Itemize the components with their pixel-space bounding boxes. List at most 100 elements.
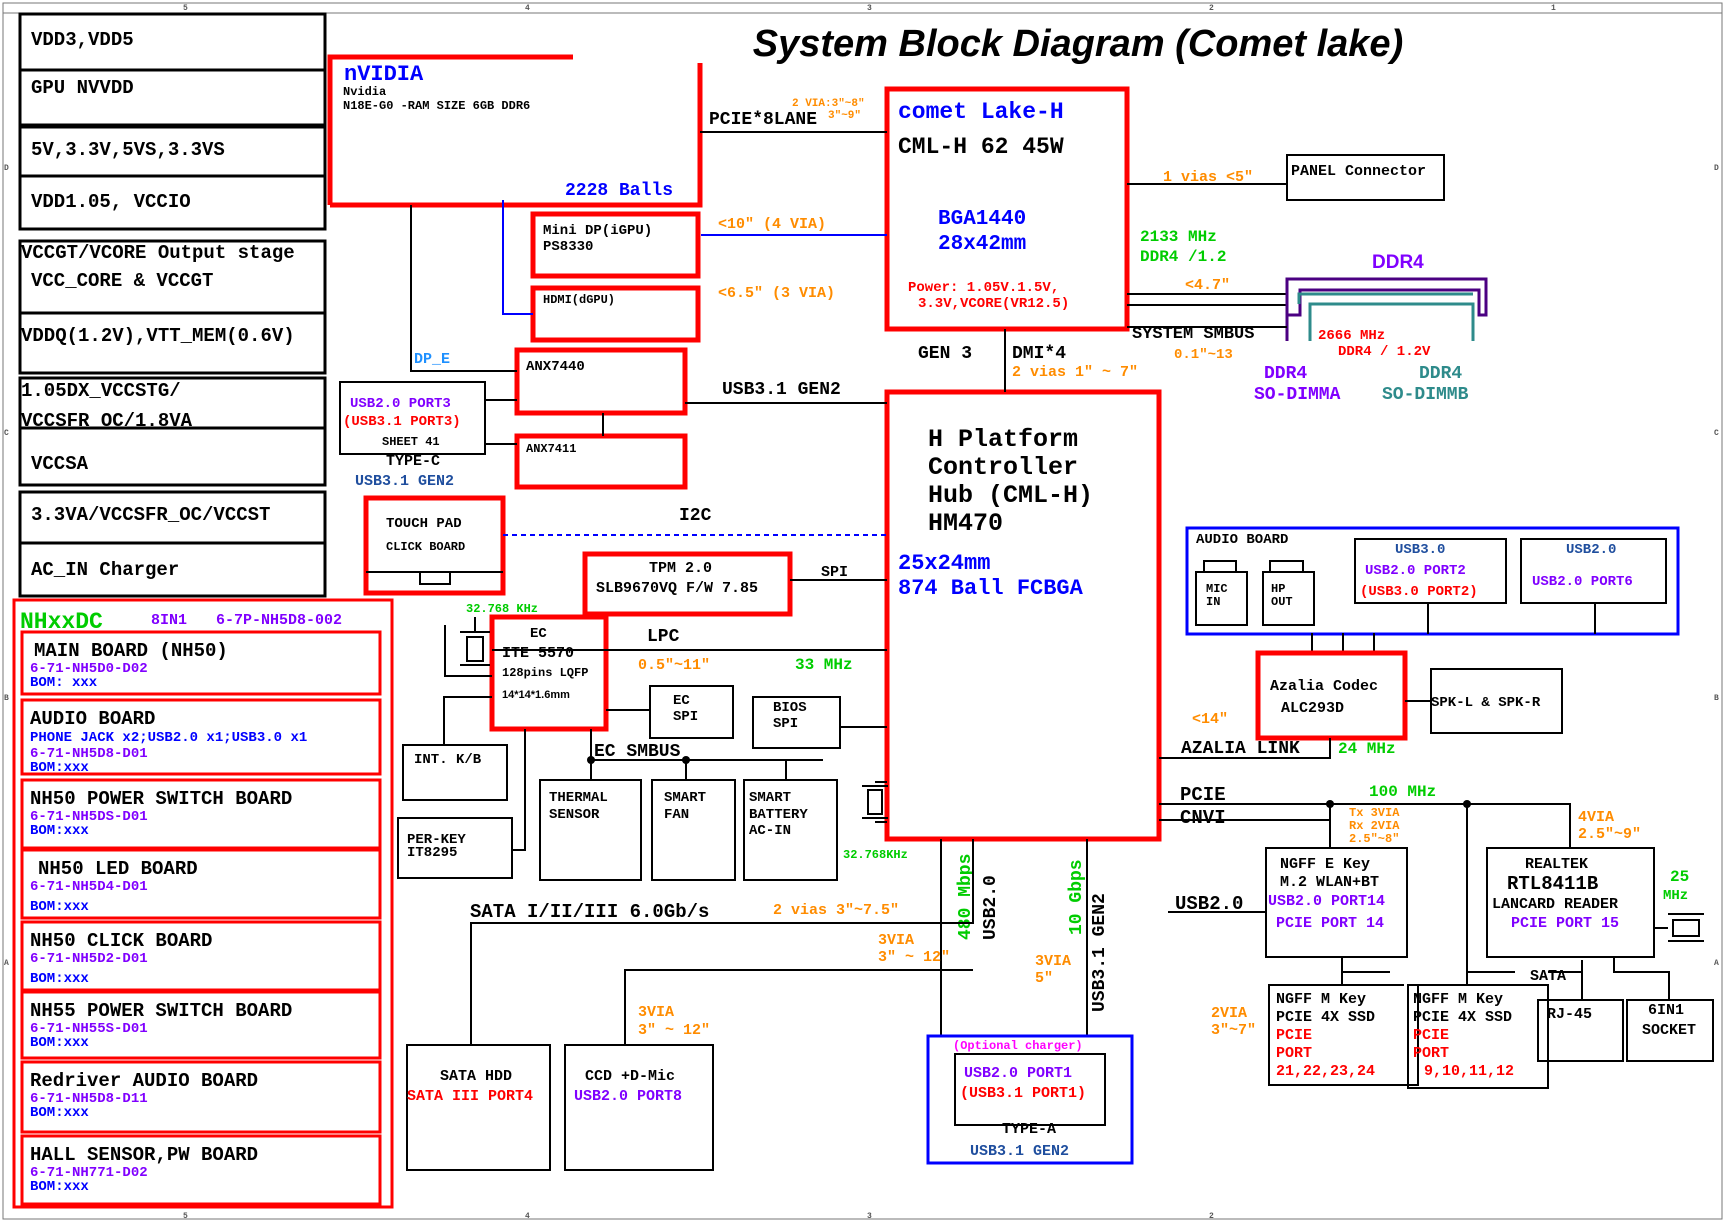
ccd-label: USB2.0 PORT8 [574,1088,682,1105]
power-rail-label: VDDQ(1.2V),VTT_MEM(0.6V) [21,325,295,347]
ssd2-label: PORT [1413,1045,1449,1062]
board-entry [20,1060,382,1134]
wlan-label: M.2 WLAN+BT [1280,874,1379,891]
trace-length: Rx 2VIA [1349,819,1400,833]
board-part-number: 6-71-NH5DS-D01 [30,809,148,825]
socket-link [1613,957,1670,1000]
trace-length: 0.5"~11" [638,657,710,674]
power-rail-label: AC_IN Charger [31,559,179,581]
ec-label: 128pins LQFP [502,666,588,680]
panel-box [1286,154,1445,201]
board-entry [20,848,382,920]
codec-label: ALC293D [1281,700,1344,717]
hp-jack [1269,560,1304,572]
perkey-link [512,729,526,851]
trace-length: 2 vias 3"~7.5" [773,902,899,919]
fan-box [651,779,736,881]
realtek-label: REALTEK [1525,856,1588,873]
board-name: Redriver AUDIO BOARD [30,1070,258,1092]
link-label: LPC [647,627,680,647]
touchpad-button [419,571,451,585]
typec-label: TYPE-C [386,453,440,470]
hdd-label: SATA III PORT4 [407,1088,533,1105]
audio-usb3-label: USB2.0 PORT2 [1365,563,1466,579]
cpu-model: CML-H 62 45W [898,134,1064,160]
perkey-box [397,817,513,879]
biosspi-box [752,696,841,749]
link-label: USB3.1 GEN2 [722,380,841,400]
realtek-box [1486,847,1655,958]
ec-label: 14*14*1.6mm [502,689,570,701]
cpu-power: 3.3V,VCORE(VR12.5) [918,296,1069,312]
link-label: USB2.0 [1175,893,1243,915]
typea-optional: (Optional charger) [953,1039,1083,1053]
mic-label: IN [1206,595,1220,609]
dimm-b-label: SO-DIMMB [1382,385,1469,405]
spk-label: SPK-L & SPK-R [1431,695,1541,711]
spk-box [1430,668,1563,734]
board-bom: BOM: xxx [30,675,98,691]
ddr-title: DDR4 [1372,252,1424,273]
typec-label: USB3.1 GEN2 [355,473,454,490]
link-label: I2C [679,506,712,526]
link-label: CNVI [1180,807,1226,829]
gpu-balls: 2228 Balls [565,181,673,201]
clock-label: 2133 MHz [1140,228,1217,246]
board-name: AUDIO BOARD [30,708,155,730]
cpu-power: Power: 1.05V.1.5V, [908,280,1059,296]
board-part-number: 6-71-NH5D0-D02 [30,661,148,677]
tpm-label: TPM 2.0 [649,560,712,577]
keyboard-box [402,744,508,801]
clock-label: 25 [1670,868,1689,886]
link-label: SYSTEM SMBUS [1132,325,1254,344]
ssd2-label: 9,10,11,12 [1424,1063,1514,1080]
frame-row-label: B [4,694,9,703]
wlan-label: PCIE PORT 14 [1276,915,1384,932]
ddr-speed: 2666 MHz [1318,328,1385,344]
gpu-box [327,54,573,205]
crystal-wire [444,625,492,677]
gpu-vendor: Nvidia [343,85,386,99]
power-rail-group-4 [18,376,327,487]
typec-box [339,381,486,455]
power-rail-label: 3.3VA/VCCSFR_OC/VCCST [31,504,270,526]
board-bom: BOM:xxx [30,1105,89,1121]
trace-length: Tx 3VIA [1349,806,1400,820]
anx7411-box [514,433,688,490]
cpu-size: 28x42mm [938,233,1026,256]
touchpad-box [363,495,506,596]
socket-label: 6IN1 [1648,1002,1684,1019]
clock-label: MHz [1663,888,1688,904]
crystal-symbol [867,789,883,815]
gpu-box [330,63,703,208]
trace-length: <14" [1192,711,1228,728]
pch-box [884,389,1162,842]
codec-box [1255,650,1408,741]
mic-jack [1195,571,1248,626]
fan-label: FAN [664,807,689,823]
ssd2-label: PCIE [1413,1027,1449,1044]
spacer [1404,984,1407,987]
dp-link [410,205,517,372]
board-entry [20,698,382,776]
hdmi-link [502,200,533,315]
realtek-label: LANCARD READER [1492,896,1618,913]
dimm-b-symbol [1308,302,1475,341]
pcie-bus [1159,803,1571,848]
clock-label: 33 MHz [795,656,853,674]
frame-col-label: 4 [525,1212,530,1221]
frame-row-label: B [1714,694,1719,703]
wlan-label: USB2.0 PORT14 [1268,893,1385,910]
board-name: MAIN BOARD (NH50) [34,640,228,662]
link-label: DP_E [414,351,450,368]
board-part-number: 6-71-NH5D8-D01 [30,746,148,762]
ccd-link [624,969,973,1045]
pch-name: H Platform [928,425,1078,454]
board-part-number: 6-71-NH5D4-D01 [30,879,148,895]
frame-col-label: 3 [867,4,872,13]
pch-size: 25x24mm [898,551,990,576]
link-label: SATA [1530,968,1566,985]
board-name: NH50 CLICK BOARD [30,930,212,952]
